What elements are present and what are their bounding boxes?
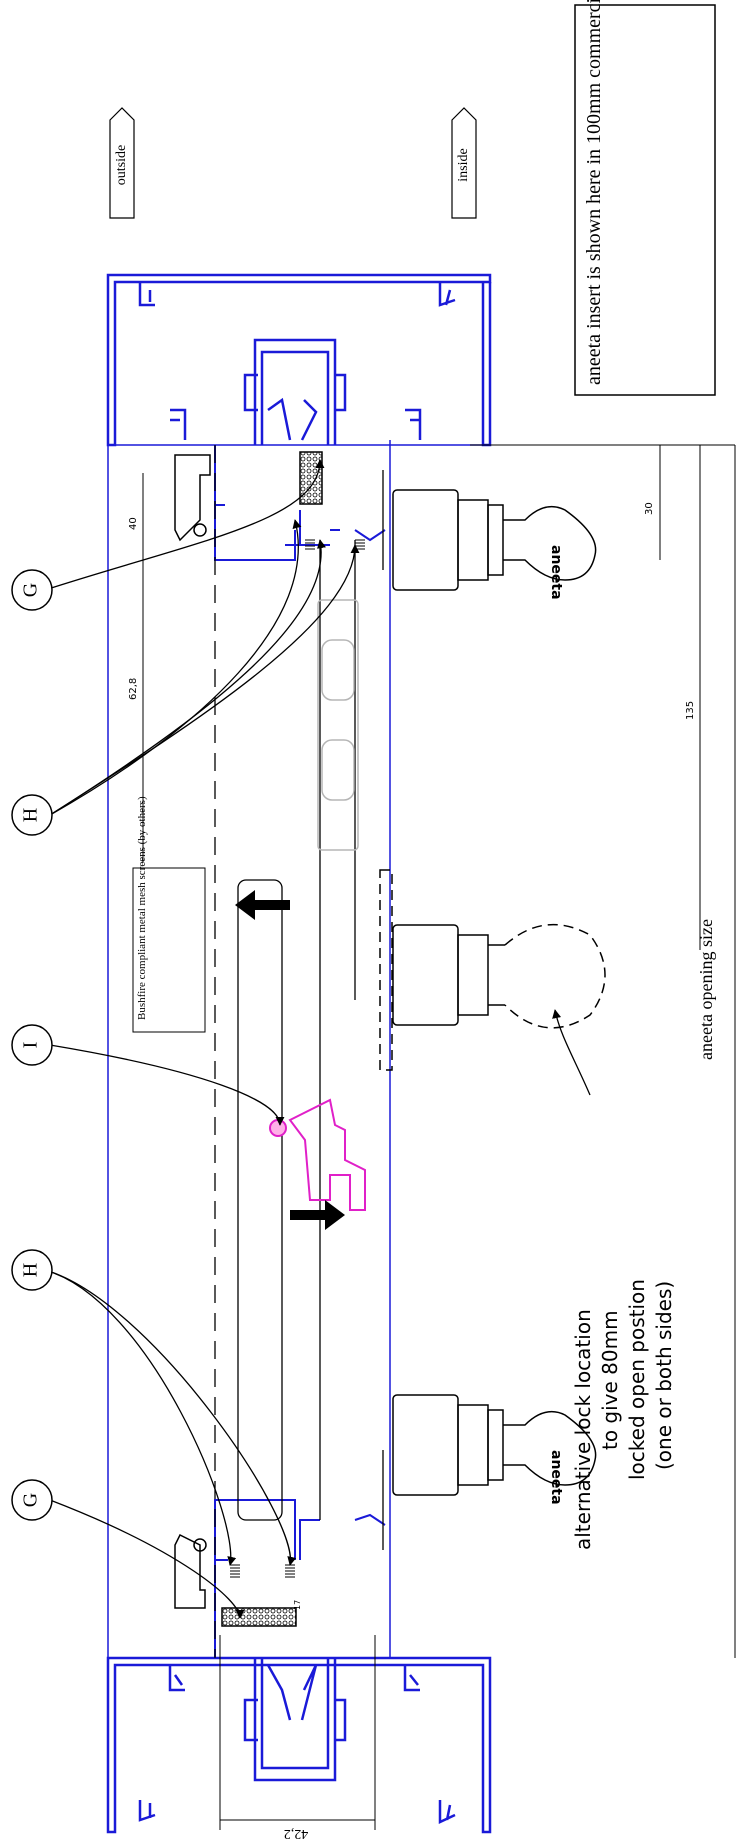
top-mullion-profile: [106, 273, 492, 447]
mesh-label-box: Bushfire compliant metal mesh screens (b…: [132, 796, 206, 1033]
svg-text:outside: outside: [114, 145, 129, 185]
callout-h-bottom: H: [11, 1249, 53, 1291]
lock-barrel-top: [392, 489, 597, 591]
lock-barrel-bottom: [392, 1394, 597, 1496]
slide-direction-arrows: [235, 890, 345, 1230]
svg-text:H: H: [20, 808, 42, 822]
key-brand-bottom: aneeta: [548, 1450, 564, 1505]
callout-g-top: G: [11, 569, 53, 611]
svg-text:G: G: [20, 1493, 42, 1507]
inside-tag: inside: [451, 107, 477, 219]
weather-seal-profiles: [174, 454, 211, 1609]
svg-text:H: H: [20, 1263, 42, 1277]
dim-62-8: 62,8: [128, 678, 139, 700]
dim-135: 135: [685, 701, 696, 720]
mesh-label: Bushfire compliant metal mesh screens (b…: [136, 796, 148, 1020]
alt-lock-note: alternative lock location to give 80mm l…: [571, 1279, 676, 1550]
screen-panel-lines: [214, 445, 384, 1658]
svg-text:alternative lock location: alternative lock location: [571, 1309, 595, 1550]
dim-30: 30: [644, 502, 655, 515]
svg-text:locked open postion: locked open postion: [625, 1279, 649, 1480]
dim-40: 40: [128, 517, 139, 530]
opening-size-label: aneeta opening size: [696, 919, 716, 1060]
gasket-block-top: [299, 451, 323, 505]
svg-text:G: G: [20, 583, 42, 597]
insert-channel-bottom: [214, 1499, 386, 1658]
callout-i: I: [11, 1024, 53, 1066]
gasket-block-bottom: [221, 1607, 297, 1627]
key-brand-top: aneeta: [548, 545, 564, 600]
svg-text:to give 80mm: to give 80mm: [598, 1310, 622, 1450]
outside-tag: outside: [109, 107, 135, 219]
svg-text:aneeta insert is shown here in: aneeta insert is shown here in 100mm com…: [583, 0, 605, 385]
bottom-mullion-profile: [106, 1656, 492, 1834]
dim-42-2: 42,2: [284, 1826, 309, 1839]
callout-g-bottom: G: [11, 1479, 53, 1521]
brush-seals: [230, 539, 365, 1578]
note-text: aneeta insert is shown here in 100mm com…: [583, 0, 605, 385]
note-box: aneeta insert is shown here in 100mm com…: [574, 0, 716, 396]
callout-leaders: [44, 459, 591, 1619]
svg-text:I: I: [20, 1042, 42, 1049]
svg-text:(one or both sides): (one or both sides): [652, 1281, 676, 1470]
callout-h-top: H: [11, 794, 53, 836]
lock-barrel-alternative: [379, 869, 606, 1071]
svg-text:inside: inside: [456, 148, 471, 181]
latch-part-magenta: [269, 1098, 366, 1211]
dimension-lines: [142, 444, 736, 1830]
dim-17: 17: [293, 1600, 302, 1610]
roller-assembly-grey: [317, 599, 359, 851]
